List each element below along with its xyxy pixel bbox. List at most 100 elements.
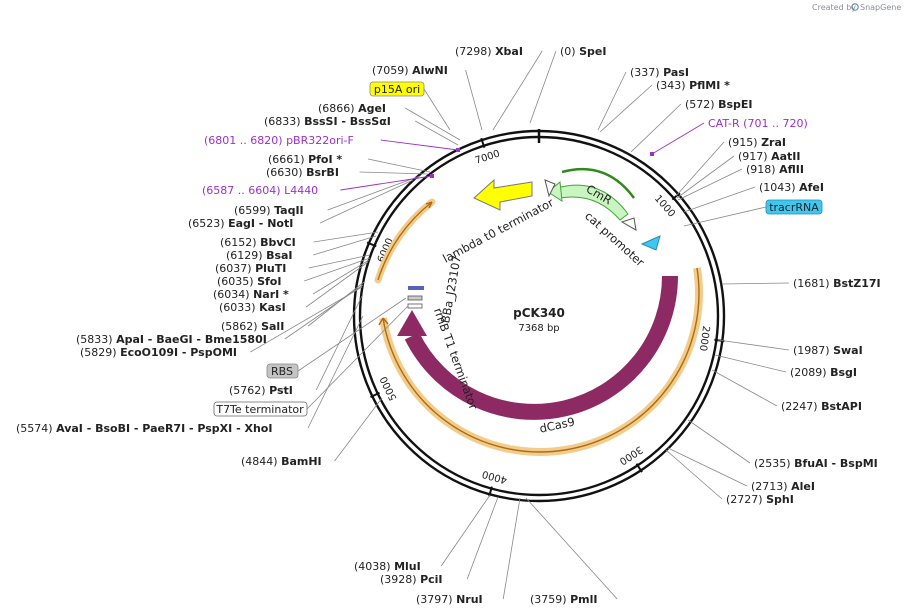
- site-name: BstAPI: [821, 400, 862, 413]
- feature-connector: [297, 297, 407, 372]
- tick-label: 2000: [697, 325, 711, 352]
- primer-label-pbr322: (6801 .. 6820) pBR322ori-F: [204, 134, 354, 147]
- site-position: (6833): [264, 115, 304, 128]
- orange-arc-bottom-line: [382, 267, 700, 453]
- site-position: (6129): [226, 249, 266, 262]
- site-label-bsrbi: (6630) BsrBI: [266, 166, 339, 179]
- site-connector: [665, 449, 723, 500]
- site-label-bamhi: (4844) BamHI: [241, 455, 322, 468]
- site-name: SalI: [261, 320, 284, 333]
- site-connector: [305, 261, 369, 308]
- site-label-bstz17i: (1681) BstZ17I: [793, 277, 881, 290]
- site-name: AatII: [771, 150, 800, 163]
- tracrrna-label: tracrRNA: [769, 201, 819, 214]
- site-name: PasI: [663, 66, 689, 79]
- site-name: BstZ17I: [833, 277, 881, 290]
- site-position: (5862): [221, 320, 261, 333]
- site-connector: [675, 141, 725, 197]
- site-label-spei: (0) SpeI: [560, 45, 606, 58]
- site-name: EcoO109I - PspOMI: [120, 346, 237, 359]
- site-position: (1043): [759, 181, 799, 194]
- site-connector: [599, 84, 653, 133]
- site-position: (2089): [790, 366, 830, 379]
- site-label-zrai: (915) ZraI: [728, 136, 786, 149]
- tracrrna-arrow-icon: [640, 235, 661, 251]
- site-label-eagi: (6523) EagI - NotI: [188, 217, 293, 230]
- site-connector: [334, 397, 383, 462]
- site-position: (5762): [229, 384, 269, 397]
- site-name: NruI: [456, 593, 483, 606]
- site-position: (5829): [80, 346, 120, 359]
- site-label-pasi: (337) PasI: [630, 66, 689, 79]
- site-name: SpeI: [579, 45, 606, 58]
- site-connector: [327, 175, 421, 211]
- site-connector: [313, 235, 377, 256]
- site-label-apai: (5833) ApaI - BaeGI - Bme1580I: [76, 333, 267, 346]
- site-connector: [404, 107, 461, 141]
- primer-name: CAT-R: [708, 117, 743, 130]
- site-name: BsaI: [266, 249, 292, 262]
- site-position: (918): [746, 163, 779, 176]
- site-label-afei: (1043) AfeI: [759, 181, 824, 194]
- site-label-pmli: (3759) PmlI: [530, 593, 597, 606]
- site-connector: [677, 168, 743, 201]
- orange-arrow-bottom-icon: [378, 317, 389, 326]
- primer-range: (701 .. 720): [743, 117, 808, 130]
- site-label-ecoo109i: (5829) EcoO109I - PspOMI: [80, 346, 237, 359]
- tick-label: 4000: [481, 468, 508, 485]
- feature-connector: [423, 88, 451, 131]
- cmr-outer-arrow: [561, 167, 636, 199]
- site-name: PluTI: [255, 262, 286, 275]
- site-name: ApaI - BaeGI - Bme1580I: [116, 333, 267, 346]
- site-label-mlui: (4038) MluI: [354, 560, 421, 573]
- p15a-label: p15A ori: [374, 83, 420, 96]
- tick-mark: [370, 391, 380, 398]
- site-name: BfuAI - BspMI: [794, 457, 878, 470]
- feature-connector: [306, 305, 409, 410]
- site-connector: [667, 447, 748, 487]
- site-position: (1681): [793, 277, 833, 290]
- site-position: (6033): [219, 301, 259, 314]
- tick-mark: [488, 486, 493, 497]
- site-position: (343): [656, 79, 689, 92]
- primer-connector: [380, 139, 459, 151]
- site-label-taqii: (6599) TaqII: [234, 204, 304, 217]
- site-label-alei: (2713) AleI: [751, 480, 815, 493]
- tracrrna-box: [765, 199, 823, 215]
- site-name: KasI: [259, 301, 286, 314]
- site-label-pfoi: (6661) PfoI *: [268, 153, 342, 166]
- feature-connector: [683, 206, 767, 227]
- site-name: AleI: [791, 480, 815, 493]
- site-connector: [250, 286, 363, 353]
- site-position: (6523): [188, 217, 228, 230]
- site-connector: [676, 155, 735, 199]
- site-name: ZraI: [761, 136, 786, 149]
- site-label-sali: (5862) SalI: [221, 320, 284, 333]
- site-position: (3797): [416, 593, 456, 606]
- site-name: TaqII: [274, 204, 304, 217]
- site-connector: [465, 69, 483, 131]
- site-connector: [440, 494, 491, 567]
- site-connector: [597, 71, 627, 131]
- site-label-sphi: (2727) SphI: [726, 493, 794, 506]
- site-name: PmlI: [570, 593, 597, 606]
- site-position: (337): [630, 66, 663, 79]
- site-connector: [529, 50, 557, 124]
- primer-range: (6801 .. 6820): [204, 134, 286, 147]
- site-name: SphI: [766, 493, 794, 506]
- rbs-label: RBS: [271, 365, 293, 378]
- site-name: NarI *: [253, 288, 289, 301]
- site-connector: [525, 497, 618, 600]
- site-label-swai: (1987) SwaI: [793, 344, 863, 357]
- site-position: (2713): [751, 480, 791, 493]
- p15a-box: [369, 81, 425, 97]
- site-label-kasi: (6033) KasI: [219, 301, 286, 314]
- primer-mark: [430, 174, 434, 178]
- plasmid-size: 7368 bp: [518, 323, 559, 334]
- site-label-bsai: (6129) BsaI: [226, 249, 293, 262]
- site-connector: [308, 254, 371, 269]
- site-name: PciI: [420, 573, 442, 586]
- site-name: AflII: [779, 163, 804, 176]
- site-connector: [492, 50, 543, 131]
- bba-feature: [408, 286, 424, 290]
